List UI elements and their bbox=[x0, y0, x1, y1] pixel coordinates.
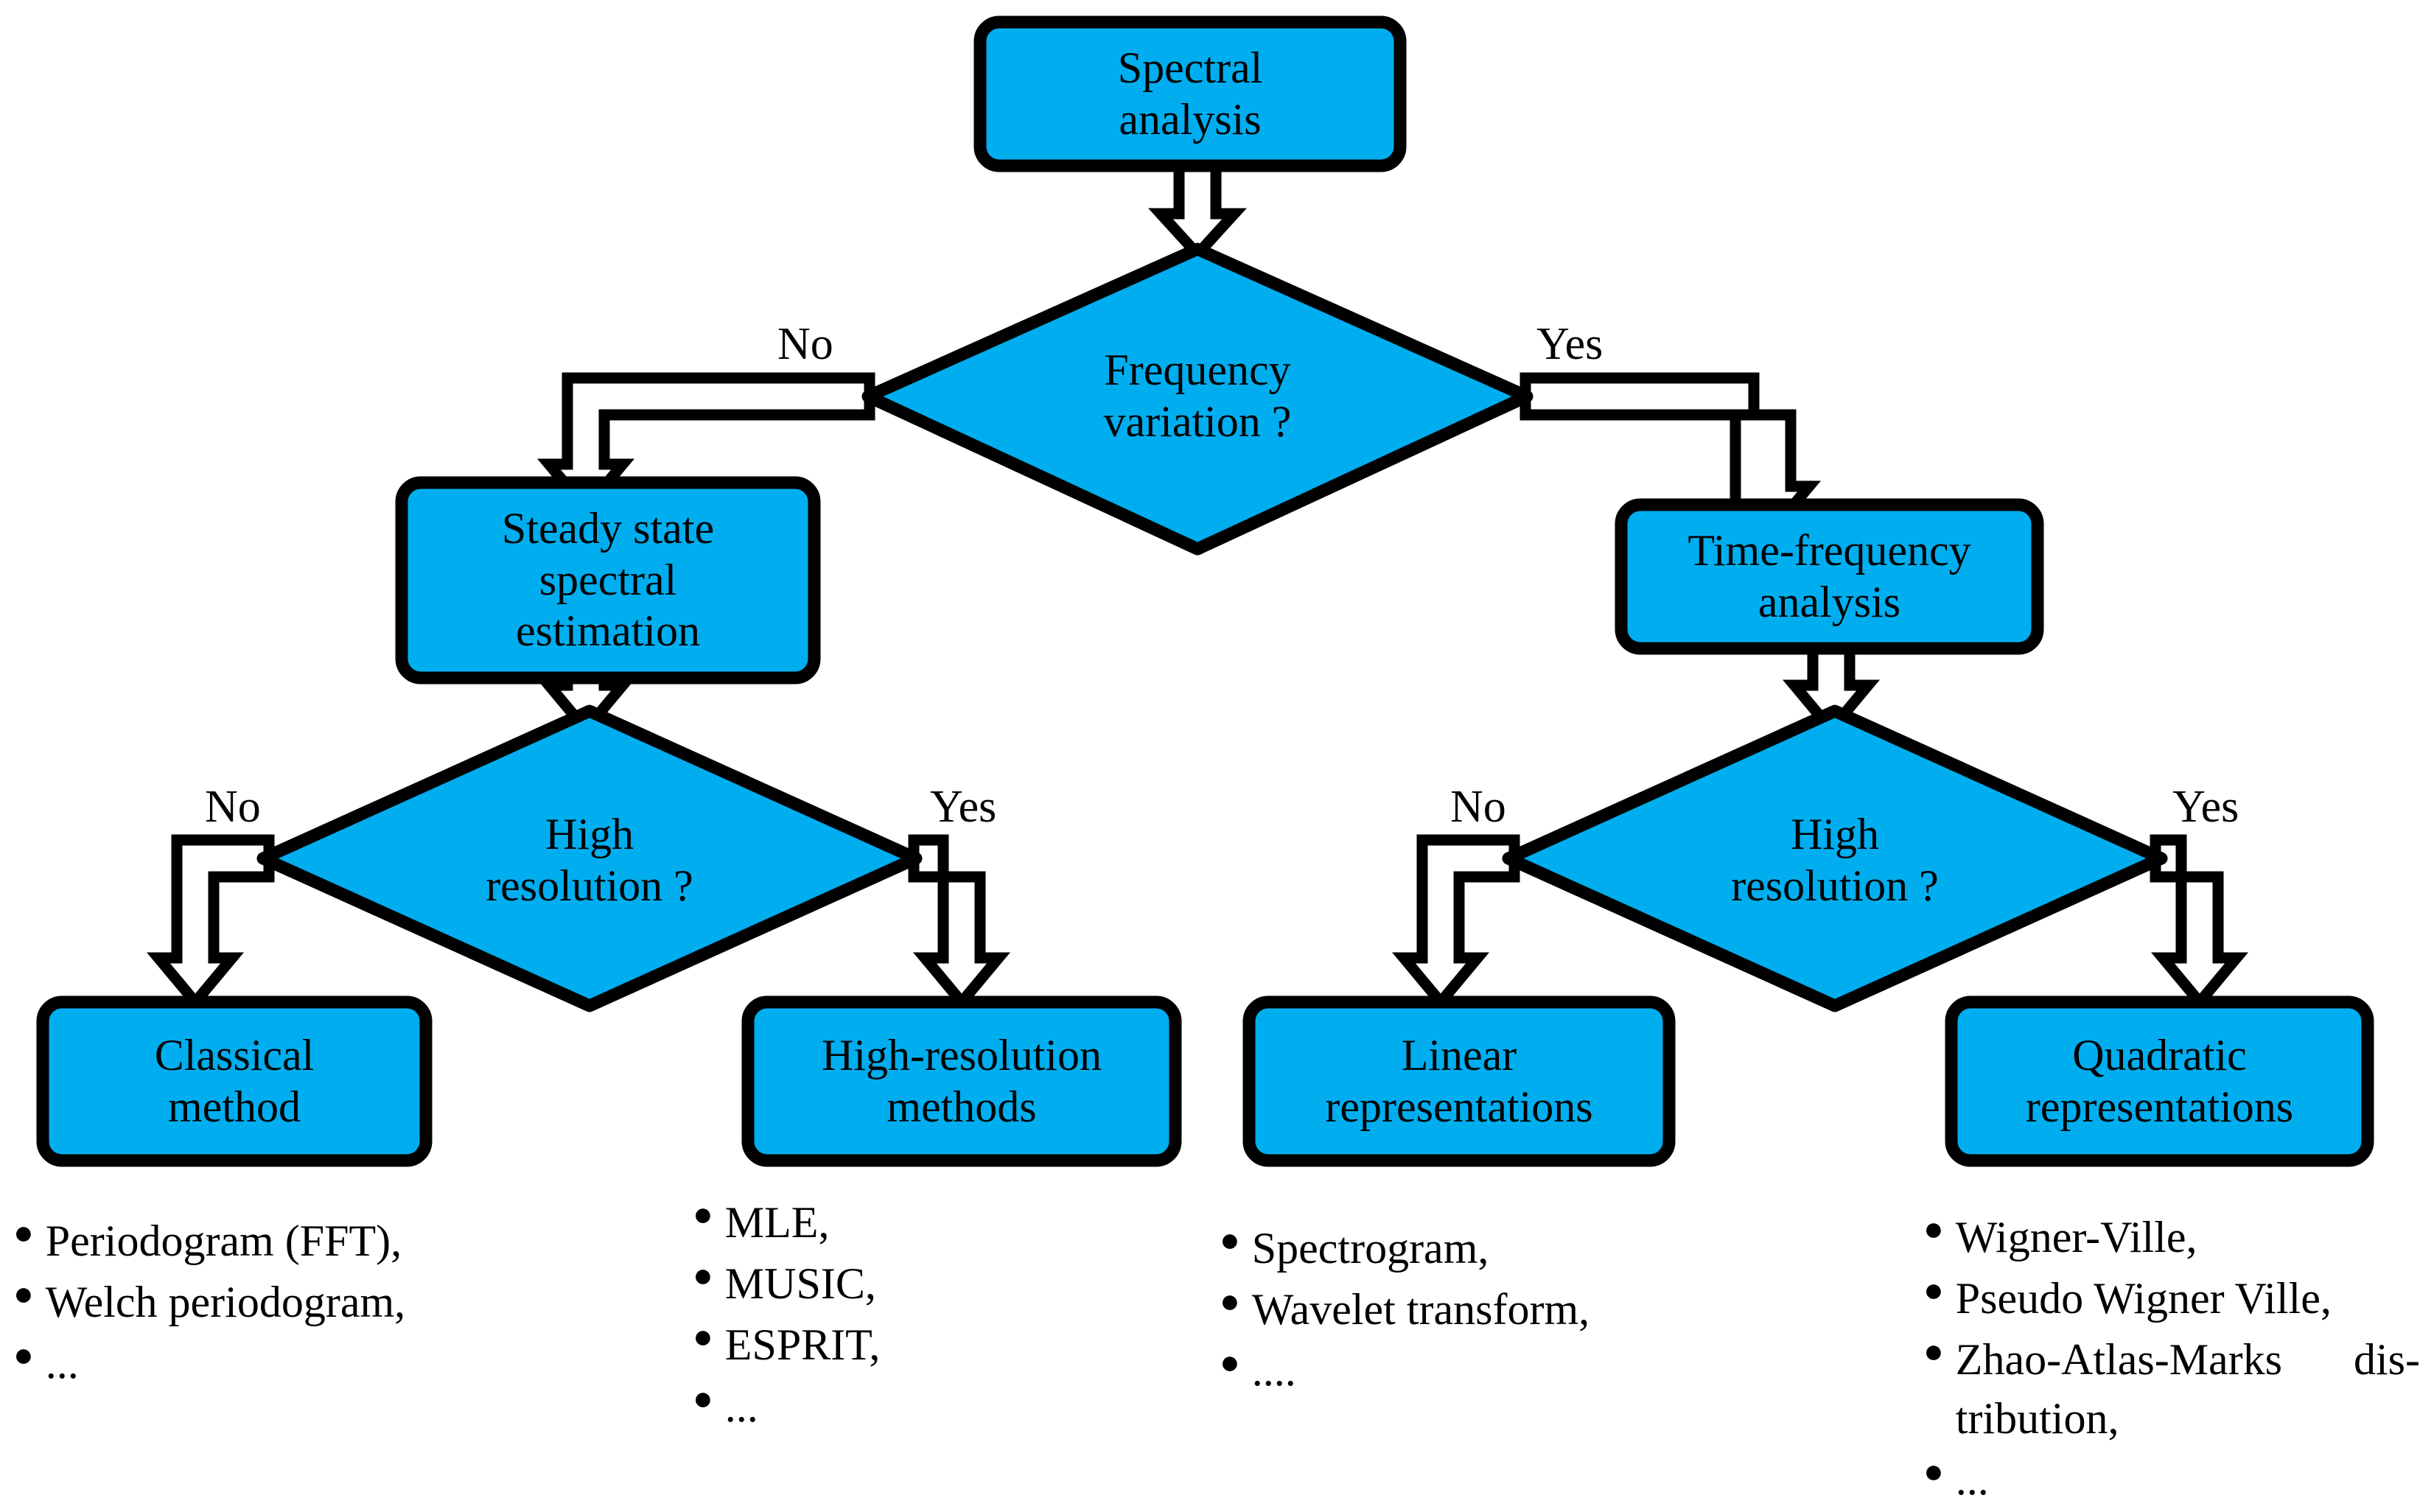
list-classical-methods: ● Periodogram (FFT), ● Welch periodogram… bbox=[13, 1212, 485, 1396]
bullet-icon: ● bbox=[13, 1214, 34, 1251]
bullet-icon: ● bbox=[13, 1336, 34, 1374]
list-item-label: .... bbox=[1251, 1346, 1296, 1396]
node-time-frequency[interactable] bbox=[1615, 498, 2044, 655]
list-item: ● Pseudo Wigner Ville, bbox=[1923, 1270, 2420, 1328]
bullet-icon: ● bbox=[693, 1317, 713, 1356]
arrow-high-resolution-right-no-to-linear bbox=[1391, 834, 1520, 1011]
list-item-label: Welch periodogram, bbox=[45, 1278, 406, 1327]
list-linear-representations: ● Spectrogram, ● Wavelet transform, ● ..… bbox=[1220, 1219, 1691, 1404]
bullet-icon: ● bbox=[1923, 1452, 1944, 1490]
edge-label-high-resolution-left-no: No bbox=[205, 782, 261, 832]
bullet-icon: ● bbox=[13, 1275, 34, 1313]
bullet-icon: ● bbox=[693, 1195, 713, 1233]
list-item-label: ... bbox=[724, 1382, 758, 1431]
node-high-resolution-left[interactable] bbox=[256, 704, 923, 1012]
list-item: ● ... bbox=[13, 1334, 485, 1393]
list-item-label: Wigner-Ville, bbox=[1955, 1213, 2197, 1261]
bullet-icon: ● bbox=[693, 1379, 713, 1417]
node-quadratic-representations[interactable] bbox=[1945, 995, 2374, 1167]
list-item: ● Periodogram (FFT), bbox=[13, 1212, 485, 1270]
list-item-label: Zhao-Atlas-Marks dis­tribution, bbox=[1955, 1335, 2420, 1443]
bullet-icon: ● bbox=[1923, 1332, 1944, 1371]
list-item-label: ... bbox=[45, 1339, 79, 1388]
list-item: ● ... bbox=[1923, 1451, 2420, 1509]
arrow-high-resolution-left-yes-to-methods bbox=[908, 834, 1011, 1011]
list-item-label: Pseudo Wigner Ville, bbox=[1955, 1274, 2332, 1323]
arrow-high-resolution-left-no-to-classical bbox=[146, 834, 275, 1011]
arrow-high-resolution-right-yes-to-quadratic bbox=[2150, 834, 2249, 1011]
list-item-label: Wavelet transform, bbox=[1251, 1285, 1590, 1334]
list-item-label: Periodogram (FFT), bbox=[45, 1217, 402, 1265]
list-high-resolution-methods: ● MLE, ● MUSIC, ● ESPRIT, ● ... bbox=[693, 1194, 1105, 1439]
list-item-label: MUSIC, bbox=[724, 1259, 876, 1309]
node-high-resolution-methods[interactable] bbox=[741, 995, 1182, 1167]
bullet-icon: ● bbox=[693, 1256, 713, 1295]
edge-label-high-resolution-left-yes: Yes bbox=[930, 782, 997, 832]
list-item-label: ESPRIT, bbox=[724, 1320, 881, 1370]
arrow-root-to-frequency bbox=[1148, 158, 1247, 263]
list-quadratic-representations: ● Wigner-Ville, ● Pseudo Wigner Ville, ●… bbox=[1923, 1208, 2420, 1512]
list-item: ● Zhao-Atlas-Marks dis­tribution, bbox=[1923, 1331, 2420, 1447]
edge-label-high-resolution-right-no: No bbox=[1450, 782, 1506, 832]
list-item: ● .... bbox=[1220, 1342, 1691, 1400]
list-item-label: ... bbox=[1955, 1455, 1989, 1504]
bullet-icon: ● bbox=[1923, 1210, 1944, 1247]
flowchart-graphics: .shape{fill:#00AEEF;stroke:#000;stroke-w… bbox=[36, 15, 2374, 1167]
list-item-label: Spectrogram, bbox=[1251, 1224, 1489, 1273]
bullet-icon: ● bbox=[1923, 1271, 1944, 1309]
list-item: ● Wavelet transform, bbox=[1220, 1281, 1691, 1339]
node-classical-method[interactable] bbox=[36, 995, 433, 1167]
edge-label-frequency-yes: Yes bbox=[1536, 319, 1604, 369]
flowchart-canvas: .shape{fill:#00AEEF;stroke:#000;stroke-w… bbox=[13, 15, 2420, 1504]
bullet-icon: ● bbox=[1220, 1282, 1240, 1320]
bullet-icon: ● bbox=[1220, 1221, 1240, 1259]
list-item: ● MUSIC, bbox=[693, 1255, 1105, 1313]
bullet-icon: ● bbox=[1220, 1343, 1240, 1382]
node-high-resolution-right[interactable] bbox=[1502, 704, 2168, 1012]
list-item: ● Wigner-Ville, bbox=[1923, 1208, 2420, 1267]
list-item: ● Spectrogram, bbox=[1220, 1219, 1691, 1278]
list-item: ● ESPRIT, bbox=[693, 1316, 1105, 1374]
list-item: ● ... bbox=[693, 1378, 1105, 1436]
edge-label-frequency-no: No bbox=[777, 319, 833, 369]
node-linear-representations[interactable] bbox=[1242, 995, 1676, 1167]
list-item: ● MLE, bbox=[693, 1194, 1105, 1252]
edge-label-high-resolution-right-yes: Yes bbox=[2172, 782, 2239, 832]
node-frequency-variation[interactable] bbox=[861, 242, 1534, 556]
list-item-label: MLE, bbox=[724, 1198, 830, 1247]
list-item: ● Welch periodogram, bbox=[13, 1273, 485, 1331]
node-spectral-analysis[interactable] bbox=[973, 15, 1407, 172]
node-steady-state[interactable] bbox=[395, 476, 821, 685]
